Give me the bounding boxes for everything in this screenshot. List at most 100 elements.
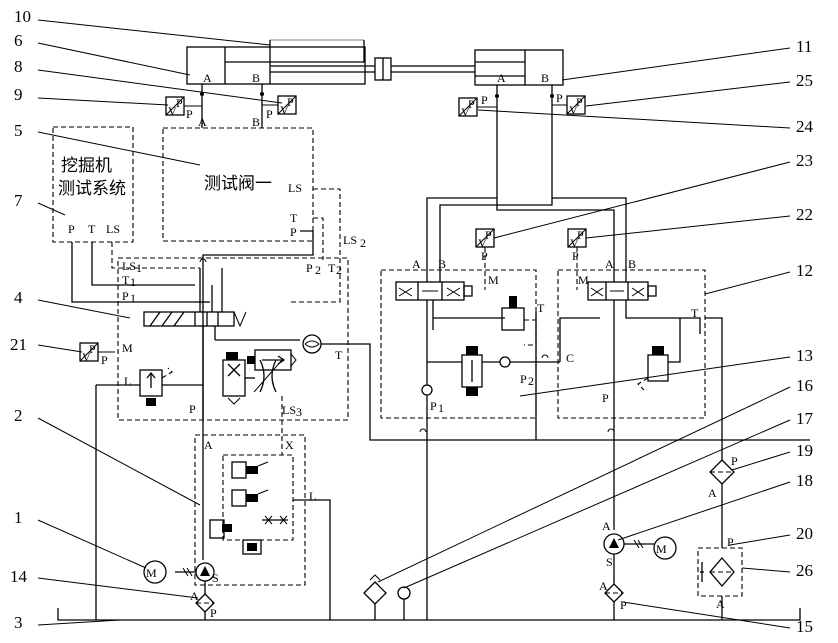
callout-16: 16 <box>796 376 813 395</box>
pump-regulator-box <box>195 435 305 585</box>
port-t2: T <box>328 261 336 275</box>
port-rv1-p2: P <box>520 372 527 386</box>
excavator-label-line1: 挖掘机 <box>61 156 112 176</box>
port-rv1-a: A <box>412 257 421 271</box>
callout-19: 19 <box>796 441 813 460</box>
port-sensor8-p: P <box>266 107 273 121</box>
port-exc-t: T <box>88 222 96 236</box>
sub-t2: 2 <box>336 263 342 277</box>
motor-2-label: M <box>656 542 667 556</box>
directional-valve-1 <box>396 282 472 300</box>
cylinder-right <box>475 50 563 85</box>
port-right-cyl-b: B <box>541 71 549 85</box>
callout-20: 20 <box>796 524 813 543</box>
sub-rv1-p1: 1 <box>438 401 444 415</box>
callout-22: 22 <box>796 205 813 224</box>
port-filter26-p: P <box>727 535 734 549</box>
port-filter19-p: P <box>731 454 738 468</box>
port-left-cyl-a: A <box>203 71 212 85</box>
svg-text:V: V <box>82 350 91 364</box>
port-sensor21-p: P <box>101 353 108 367</box>
port-exc-ls: LS <box>106 222 120 236</box>
port-rv2-c: C <box>566 351 574 365</box>
sub-ls2: 2 <box>360 236 366 250</box>
check-valve-rv1 <box>502 296 536 345</box>
relief-valve-control <box>140 368 172 406</box>
port-rv1-m: M <box>488 273 499 287</box>
check-valve-p1 <box>422 385 432 395</box>
port-rv2-p: P <box>602 391 609 405</box>
port-p-control: P <box>189 402 196 416</box>
port-rv1-t: T <box>537 301 545 315</box>
right-valve-group-2 <box>558 270 705 418</box>
callout-12: 12 <box>796 261 813 280</box>
callout-23: 23 <box>796 151 813 170</box>
proportional-valve-spool <box>144 268 246 326</box>
port-right-cyl-a: A <box>497 71 506 85</box>
port-testvalve-b: B <box>252 115 260 129</box>
sub-t1: 1 <box>130 275 136 289</box>
svg-text:V: V <box>478 236 487 250</box>
port-testvalve-t: T <box>290 211 298 225</box>
check-valve-small <box>500 357 510 367</box>
level-gauge-17 <box>398 587 410 620</box>
port-m-left: M <box>122 341 133 355</box>
callout-2: 2 <box>14 406 23 425</box>
port-pump2-a: A <box>602 519 611 533</box>
port-filter15-p: P <box>620 598 627 612</box>
callout-7: 7 <box>14 191 23 210</box>
pressure-sensor-24: P V P <box>459 93 497 119</box>
port-rv1-p1: P <box>430 399 437 413</box>
throttle-valve <box>254 360 282 392</box>
callout-15: 15 <box>796 617 813 636</box>
pressure-compensator <box>223 352 245 404</box>
logic-valve <box>247 350 296 370</box>
port-filter19-a: A <box>708 486 717 500</box>
port-filter15-a: A <box>599 579 608 593</box>
port-rv1-b: B <box>438 257 446 271</box>
port-testvalve-p: P <box>290 225 297 239</box>
callout-25: 25 <box>796 71 813 90</box>
svg-text:V: V <box>570 236 579 250</box>
directional-valve-2 <box>588 282 656 300</box>
excavator-label-line2: 测试系统 <box>58 179 126 199</box>
port-pump-s: S <box>212 571 219 585</box>
cylinder-left <box>187 40 375 84</box>
callout-5: 5 <box>14 121 23 140</box>
motor-1-label: M <box>146 566 157 580</box>
port-exc-p: P <box>68 222 75 236</box>
callout-9: 9 <box>14 85 23 104</box>
svg-text:V: V <box>280 103 289 117</box>
svg-text:V: V <box>168 104 177 118</box>
callout-8: 8 <box>14 57 23 76</box>
test-valve-label: 测试阀一 <box>204 174 272 194</box>
port-filter14-a: A <box>190 589 199 603</box>
port-filter26-a: A <box>716 597 725 611</box>
port-testvalve-ls: LS <box>288 181 302 195</box>
sub-rv1-p2: 2 <box>528 374 534 388</box>
port-p1: P <box>122 289 129 303</box>
port-rv2-b: B <box>628 257 636 271</box>
port-ls3: LS <box>282 403 296 417</box>
callout-11: 11 <box>796 37 812 56</box>
callout-13: 13 <box>796 346 813 365</box>
pressure-sensor-21: P V P <box>80 342 115 367</box>
port-pump-a: A <box>204 438 213 452</box>
port-ls2: LS <box>343 233 357 247</box>
logic-cartridge-rv1 <box>462 346 482 396</box>
callout-10: 10 <box>14 7 31 26</box>
port-pump-l: L <box>309 489 316 503</box>
port-left-cyl-b: B <box>252 71 260 85</box>
port-rv2-a: A <box>605 257 614 271</box>
port-sensor9-p: P <box>186 107 193 121</box>
svg-text:P: P <box>176 96 183 110</box>
callout-17: 17 <box>796 409 814 428</box>
port-pump-x: X <box>285 438 294 452</box>
sub-ls3: 3 <box>296 405 302 419</box>
pressure-sensor-25: P V P <box>552 91 585 117</box>
sub-p1: 1 <box>130 291 136 305</box>
port-t1: T <box>122 273 130 287</box>
callout-3: 3 <box>14 613 23 632</box>
